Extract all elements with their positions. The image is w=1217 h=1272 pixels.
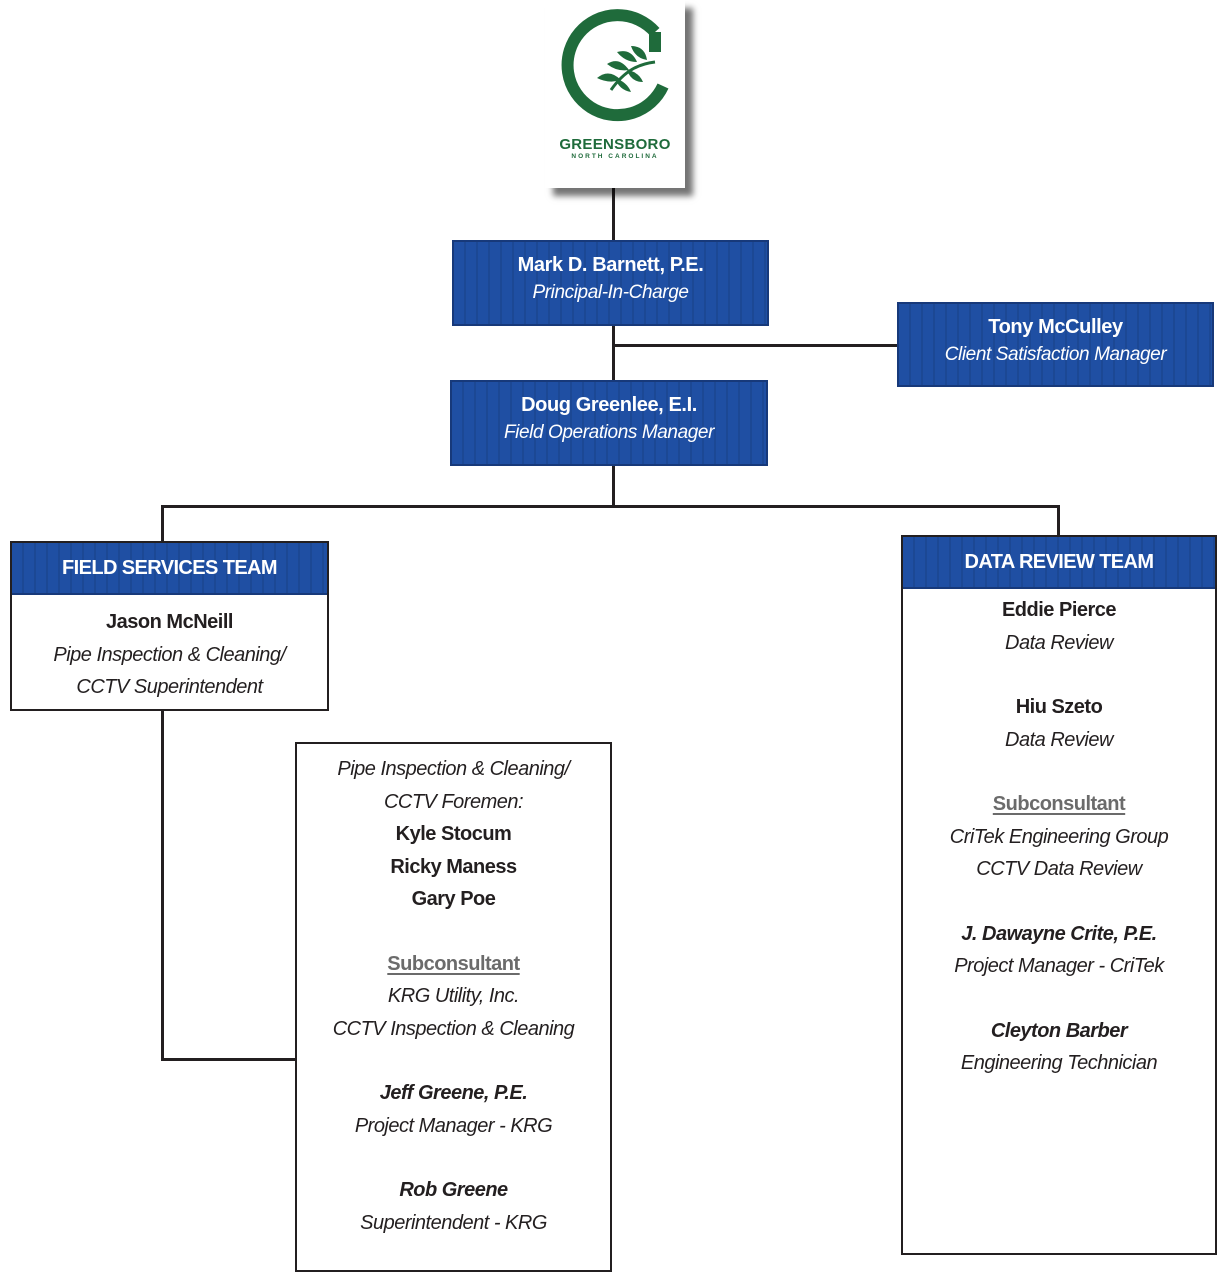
spacer (903, 659, 1215, 691)
connector-to-foremen (161, 1058, 297, 1061)
client-manager-box: Tony McCulley Client Satisfaction Manage… (897, 302, 1214, 387)
data-review-member-name: Hiu Szeto (1015, 696, 1103, 718)
subconsultant-heading: Subconsultant (387, 952, 520, 975)
subconsultant-heading: Subconsultant (992, 793, 1126, 815)
spacer (903, 886, 1215, 918)
subconsultant-service: CCTV Inspection & Cleaning (332, 1017, 575, 1040)
data-review-title: DATA REVIEW TEAM (903, 537, 1215, 589)
data-review-member-role: Data Review (1005, 631, 1113, 654)
spacer (903, 756, 1215, 788)
connector-lead-down (161, 710, 164, 1061)
principal-role: Principal-In-Charge (532, 282, 689, 303)
spacer (297, 1142, 610, 1174)
connector-client-manager (612, 344, 898, 347)
connector-to-field-services (161, 505, 164, 543)
spacer (297, 916, 610, 948)
field-services-lead-role-line2: CCTV Superintendent (76, 676, 263, 698)
principal-name: Mark D. Barnett, P.E. (517, 254, 704, 276)
subconsultant-person-role: Project Manager - KRG (354, 1114, 553, 1137)
subconsultant-person-name: J. Dawayne Crite, P.E. (961, 922, 1157, 945)
client-manager-name: Tony McCulley (988, 316, 1123, 338)
greensboro-logo: GREENSBORO NORTH CAROLINA (545, 0, 685, 188)
field-services-lead-name: Jason McNeill (106, 611, 233, 633)
field-manager-box: Doug Greenlee, E.I. Field Operations Man… (450, 380, 768, 466)
subconsultant-person-name: Cleyton Barber (990, 1019, 1128, 1042)
subconsultant-person-name: Jeff Greene, P.E. (379, 1082, 528, 1104)
field-services-team: FIELD SERVICES TEAM Jason McNeill Pipe I… (10, 541, 329, 711)
connector-fieldmanager-down (612, 465, 615, 508)
subconsultant-service: CCTV Data Review (976, 858, 1142, 880)
connector-to-data-review (1057, 505, 1060, 537)
foremen-role-line1: Pipe Inspection & Cleaning/ (337, 758, 570, 780)
data-review-member-name: Eddie Pierce (1001, 599, 1117, 621)
field-services-lead-role-line1: Pipe Inspection & Cleaning/ (53, 643, 286, 666)
subconsultant-person-role: Engineering Technician (960, 1052, 1158, 1074)
foreman-name: Gary Poe (411, 888, 496, 910)
foreman-name: Kyle Stocum (395, 823, 512, 845)
field-manager-name: Doug Greenlee, E.I. (521, 394, 697, 416)
leaf-emblem-icon (561, 9, 669, 122)
foremen-role-line2: CCTV Foremen: (383, 790, 524, 813)
principal-box: Mark D. Barnett, P.E. Principal-In-Charg… (452, 240, 769, 326)
foremen-box: Pipe Inspection & Cleaning/ CCTV Foremen… (295, 742, 612, 1272)
connector-teams-horizontal (161, 505, 1060, 508)
foreman-name: Ricky Maness (390, 855, 517, 878)
subconsultant-person-role: Project Manager - CriTek (954, 955, 1164, 977)
client-manager-role: Client Satisfaction Manager (944, 344, 1167, 365)
subconsultant-name: CriTek Engineering Group (949, 825, 1169, 848)
subconsultant-person-name: Rob Greene (399, 1179, 508, 1201)
field-manager-role: Field Operations Manager (503, 422, 715, 443)
data-review-member-role: Data Review (1005, 728, 1113, 751)
field-services-title: FIELD SERVICES TEAM (12, 543, 327, 595)
connector-principal-fieldmanager (612, 325, 615, 381)
logo-wordmark: GREENSBORO (559, 136, 671, 153)
spacer (297, 1045, 610, 1077)
data-review-team: DATA REVIEW TEAM Eddie Pierce Data Revie… (901, 535, 1217, 1255)
subconsultant-name: KRG Utility, Inc. (387, 985, 520, 1007)
logo-subtitle: NORTH CAROLINA (571, 153, 659, 160)
connector-logo-principal (612, 188, 615, 241)
spacer (903, 983, 1215, 1015)
subconsultant-person-role: Superintendent - KRG (360, 1211, 547, 1234)
